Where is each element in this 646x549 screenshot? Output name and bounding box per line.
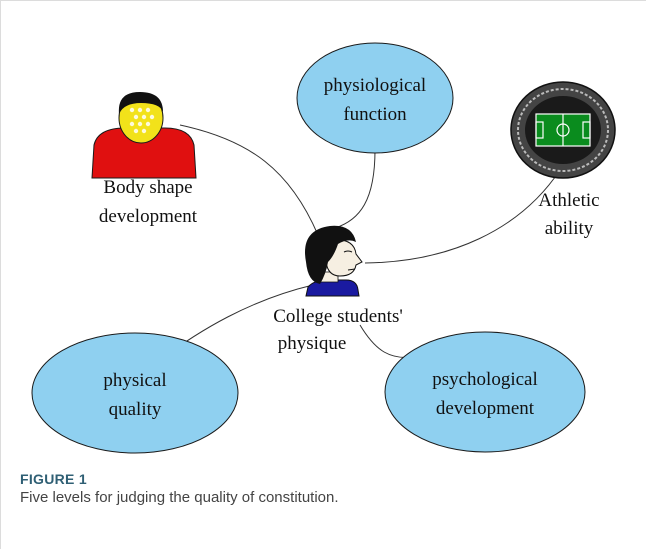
figure-caption: FIGURE 1 Five levels for judging the qua… [20, 471, 620, 506]
node-athletic-ability-line1: Athletic [538, 190, 599, 211]
node-body-shape-line1: Body shape [103, 177, 192, 198]
node-physical-quality-line2: quality [109, 399, 162, 420]
body-shape-person-icon [91, 92, 197, 179]
node-physical-quality: physical quality [31, 332, 239, 454]
node-physiological-function: physiological function [296, 42, 454, 154]
connector-athletic-ability [364, 169, 561, 264]
node-psychological-development-line2: development [436, 398, 535, 419]
figure-label: FIGURE 1 [20, 471, 87, 487]
connector-physiological-function [334, 149, 376, 229]
connector-body-shape [179, 124, 319, 236]
college-student-icon [305, 225, 363, 297]
diagram: physiological function physical quality … [31, 42, 616, 454]
center-label-line1: College students' [273, 306, 403, 327]
node-physiological-function-line2: function [343, 104, 407, 125]
figure-caption-text: Five levels for judging the quality of c… [20, 489, 339, 506]
stadium-icon [510, 81, 616, 179]
node-psychological-development-line1: psychological [432, 369, 538, 390]
node-athletic-ability-line2: ability [545, 218, 594, 239]
node-physiological-function-line1: physiological [324, 75, 426, 96]
node-psychological-development: psychological development [384, 331, 586, 453]
center-label-line2: physique [278, 333, 347, 354]
node-body-shape-line2: development [99, 206, 198, 227]
node-physical-quality-line1: physical [103, 370, 166, 391]
